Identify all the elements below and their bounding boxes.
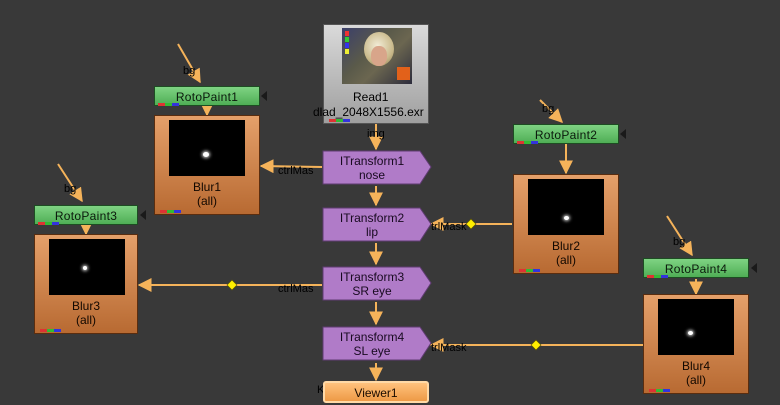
viewer1-name: Viewer1 <box>354 386 398 400</box>
rotopaint3-mask-input-icon[interactable] <box>140 210 146 220</box>
edge-dot-blur4[interactable] <box>530 339 542 351</box>
edge-label-bg-rotopaint3: bg <box>64 183 77 195</box>
blur4-thumbnail <box>658 299 734 355</box>
blur4-name: Blur4(all) <box>681 359 710 387</box>
blur3-name: Blur3(all) <box>71 299 100 327</box>
edge-bg-rotopaint1[interactable] <box>177 43 201 84</box>
read1-name: Read1 <box>353 90 389 104</box>
itransform1-name: ITransform1 <box>339 154 405 168</box>
blur2-node[interactable]: Blur2(all) <box>513 174 619 274</box>
itransform4-node[interactable] <box>322 326 433 362</box>
rotopaint2-node[interactable]: RotoPaint2 <box>513 124 619 144</box>
edge-mask-blur1-itransform1[interactable] <box>259 159 323 174</box>
blur1-node[interactable]: Blur1(all) <box>154 115 260 215</box>
read1-node[interactable] <box>323 24 429 124</box>
read1-file: dlad_2048X1556.exr <box>313 105 424 119</box>
rotopaint3-node[interactable]: RotoPaint3 <box>34 205 138 225</box>
rotopaint2-mask-input-icon[interactable] <box>620 129 626 139</box>
blur3-thumbnail <box>49 239 125 295</box>
edge-label-bg-rotopaint4: bg <box>673 236 686 248</box>
edge-bg-rotopaint2[interactable] <box>539 99 563 123</box>
blur2-name: Blur2(all) <box>551 239 580 267</box>
itransform3-label-box: ITransform3 SR eye <box>322 269 422 299</box>
rotopaint4-name: RotoPaint4 <box>664 262 728 276</box>
edge-label-ctrlmask-itransform3: ctrlMas <box>278 283 314 295</box>
itransform2-name: ITransform2 <box>339 211 405 225</box>
itransform3-name: ITransform3 <box>339 270 405 284</box>
itransform3-node[interactable] <box>322 266 433 302</box>
itransform2-node[interactable] <box>322 207 433 243</box>
rotopaint2-name: RotoPaint2 <box>534 128 598 142</box>
itransform4-label-box: ITransform4 SL eye <box>322 329 422 359</box>
edge-label-img: img <box>367 128 385 140</box>
edge-bg-rotopaint3[interactable] <box>57 163 83 203</box>
viewer1-node[interactable]: Viewer1 <box>323 381 429 403</box>
rotopaint1-node[interactable]: RotoPaint1 <box>154 86 260 106</box>
read1-thumbnail <box>342 28 412 84</box>
edge-label-ctrlmask-itransform4: trlMask <box>431 342 467 354</box>
itransform1-label-box: ITransform1 nose <box>322 153 422 183</box>
edge-label-bg-rotopaint2: bg <box>542 103 555 115</box>
blur3-node[interactable]: Blur3(all) <box>34 234 138 334</box>
blur2-thumbnail <box>528 179 604 235</box>
edge-bg-rotopaint4[interactable] <box>666 215 693 257</box>
blur1-thumbnail <box>169 120 245 176</box>
rotopaint1-name: RotoPaint1 <box>175 90 239 104</box>
rotopaint4-node[interactable]: RotoPaint4 <box>643 258 749 278</box>
edge-label-viewer-input: K <box>317 384 325 396</box>
edge-label-ctrlmask-itransform2: trlMask <box>431 221 467 233</box>
itransform4-name: ITransform4 <box>339 330 405 344</box>
edge-dot-blur2[interactable] <box>465 218 477 230</box>
itransform1-label: nose <box>358 168 386 182</box>
edge-label-bg-rotopaint1: bg <box>183 65 196 77</box>
rotopaint1-mask-input-icon[interactable] <box>261 91 267 101</box>
itransform4-label: SL eye <box>353 344 391 358</box>
blur1-name: Blur1(all) <box>192 180 221 208</box>
itransform2-label: lip <box>365 225 378 239</box>
edge-dot-blur3[interactable] <box>226 279 238 291</box>
itransform3-label: SR eye <box>352 284 392 298</box>
rotopaint4-mask-input-icon[interactable] <box>751 263 757 273</box>
rotopaint3-name: RotoPaint3 <box>54 209 118 223</box>
edge-label-ctrlmask-itransform1: ctrlMas <box>278 165 314 177</box>
itransform1-node[interactable] <box>322 150 433 186</box>
blur4-node[interactable]: Blur4(all) <box>643 294 749 394</box>
itransform2-label-box: ITransform2 lip <box>322 210 422 240</box>
